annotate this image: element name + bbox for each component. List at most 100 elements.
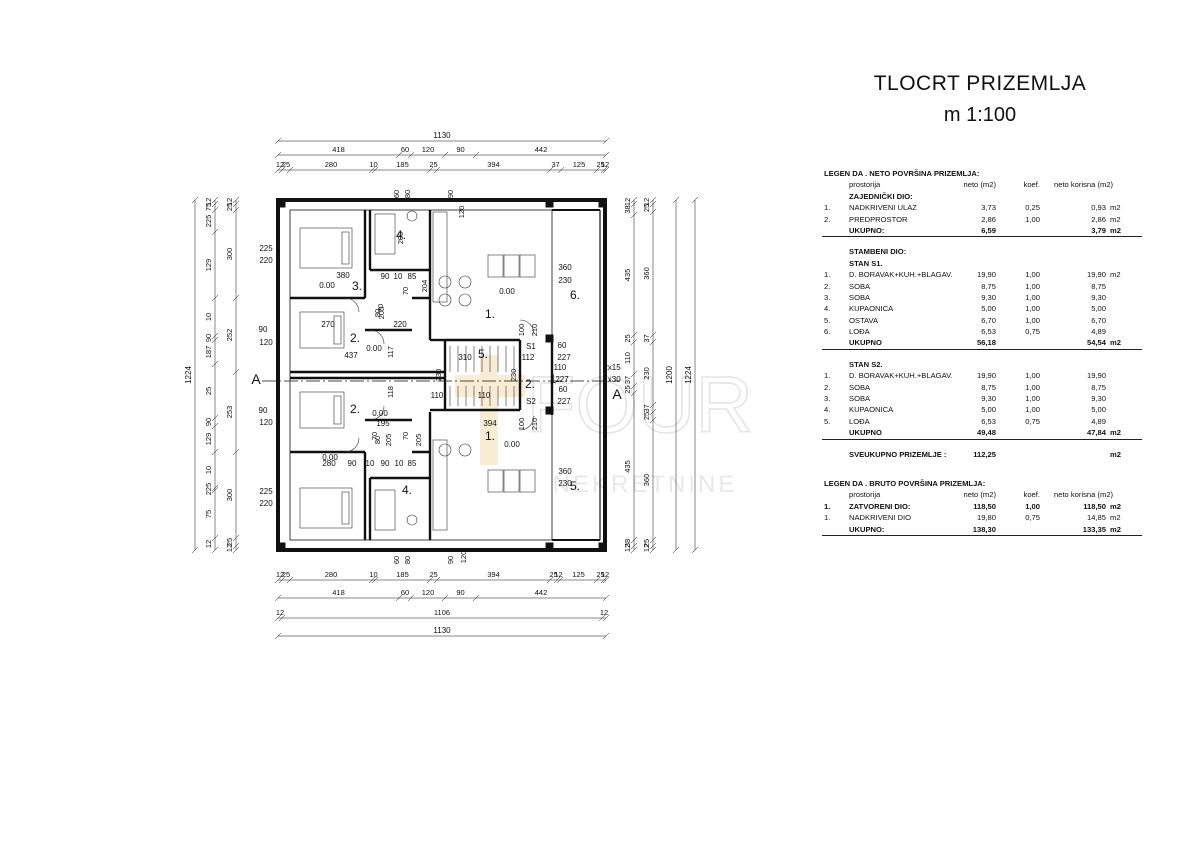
legend-cell: LOĐA: [849, 327, 870, 337]
inner-dim: 1x30: [603, 375, 621, 384]
dim-label: 38: [623, 539, 632, 547]
legend-gap: [822, 440, 1142, 449]
legend-cell: 19,90: [976, 371, 996, 381]
dim-tick: [278, 576, 286, 584]
dim-tick: [274, 594, 282, 602]
dim-label: 37: [642, 334, 651, 342]
inner-dim-vertical: 200: [396, 232, 405, 245]
dim-label: 12: [601, 570, 609, 579]
dim-label: 12: [554, 570, 562, 579]
dim-tick: [274, 137, 282, 145]
inner-dim: 60: [558, 341, 567, 350]
door-swing: [369, 405, 385, 421]
bathtub: [374, 213, 396, 255]
legend-cell: 9,30: [981, 394, 996, 404]
dim-label: 230: [642, 367, 651, 380]
inner-dim: 110: [431, 391, 444, 400]
legend-cell: 9,30: [1091, 394, 1106, 404]
bed: [299, 391, 345, 429]
inner-dim: 0.00: [319, 281, 335, 290]
dim-tick: [407, 151, 415, 159]
bed: [299, 227, 353, 269]
inner-dim: 120: [259, 338, 273, 347]
legend-cell: 56,18: [976, 338, 996, 348]
dim-tick: [593, 166, 601, 174]
legend-cell: m2: [1110, 338, 1121, 348]
legend-cell: 1,00: [1025, 304, 1040, 314]
legend-cell: 118,50: [1083, 501, 1106, 511]
chair: [438, 443, 452, 457]
room-number: 4.: [402, 483, 412, 497]
legend-cell: 8,75: [981, 281, 996, 291]
inner-dim: 10: [366, 459, 375, 468]
legend-cell: D. BORAVAK+KUH.+BLAGAV.: [849, 371, 953, 381]
inner-dim: 270: [321, 320, 335, 329]
dim-tick: [395, 594, 403, 602]
inner-dim: 120: [259, 418, 273, 427]
dim-label: 1130: [433, 626, 451, 635]
dim-label: 360: [642, 474, 651, 487]
dim-label: 12: [225, 198, 234, 206]
inner-dim: 360: [558, 263, 572, 272]
bed: [299, 311, 345, 349]
sofa-seat: [503, 469, 520, 493]
inner-dim-vertical: 90: [446, 556, 455, 564]
inner-dim: 0.00: [366, 344, 382, 353]
dim-label: 418: [332, 145, 345, 154]
legend-cell: 5.: [824, 416, 831, 426]
room-number: 1: [550, 372, 557, 386]
page-title: TLOCRT PRIZEMLJA: [873, 72, 1087, 95]
legend-cell: 19,90: [1086, 270, 1106, 280]
legend-section-title: STAN S1.: [822, 258, 1142, 269]
dim-label: 252: [225, 329, 234, 342]
legend-cell: D. BORAVAK+KUH.+BLAGAV.: [849, 270, 953, 280]
dim-tick: [368, 166, 376, 174]
inner-dim: S2: [526, 397, 536, 406]
bathtub: [374, 489, 396, 531]
dim-tick: [630, 536, 638, 544]
dim-label: 120: [422, 588, 435, 597]
dim-tick: [546, 576, 554, 584]
dim-label: 185: [396, 160, 409, 169]
dim-tick: [553, 576, 561, 584]
legend-cell: m2: [1110, 501, 1121, 511]
legend-cell: LOĐA: [849, 416, 870, 426]
dim-tick: [602, 594, 610, 602]
dim-tick: [274, 614, 282, 622]
dim-label: 90: [456, 145, 464, 154]
floor-plan-drawing: FOUR NEKRETNINE AA3.4.1.6.2.5.2.12.1.4.5…: [184, 131, 754, 640]
dim-label: 25: [642, 539, 651, 547]
dim-tick: [211, 422, 219, 430]
legend-cell: 3,79: [1091, 225, 1106, 235]
dim-tick: [274, 151, 282, 159]
dim-tick: [672, 196, 680, 204]
legend-cell: 1,00: [1025, 315, 1040, 325]
inner-dim: 0.00: [504, 440, 520, 449]
dim-label: 12: [642, 198, 651, 206]
inner-dim-vertical: 117: [386, 346, 395, 358]
dim-tick: [278, 614, 286, 622]
dim-tick: [211, 448, 219, 456]
room-number: 4.: [396, 228, 406, 242]
legend-cell: m2: [1110, 203, 1121, 213]
dim-label: 12: [623, 544, 632, 552]
dim-tick: [649, 331, 657, 339]
dim-tick: [602, 614, 610, 622]
dim-label: 129: [204, 259, 213, 272]
dim-tick: [649, 542, 657, 550]
legend-cell: PREDPROSTOR: [849, 214, 908, 224]
inner-dim-vertical: 60: [392, 556, 401, 564]
watermark-brand: FOUR: [527, 360, 754, 449]
dim-label: 25: [549, 570, 557, 579]
dim-tick: [433, 576, 441, 584]
dim-label: 25: [225, 203, 234, 211]
legend-cell: m2: [1110, 449, 1121, 459]
legend-cell: 6,53: [981, 416, 996, 426]
watermark-subtitle: NEKRETNINE: [553, 471, 738, 498]
inner-dim: 90: [348, 459, 357, 468]
legend-cell: SOBA: [849, 382, 871, 392]
